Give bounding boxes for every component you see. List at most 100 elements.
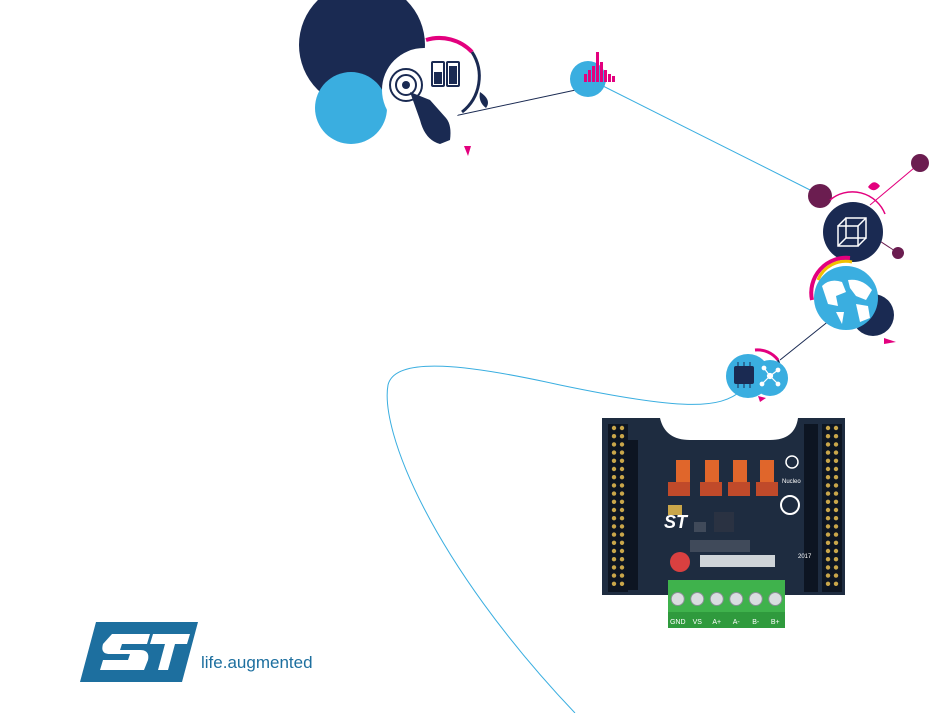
header-pin — [620, 549, 624, 553]
header-pin — [826, 442, 830, 446]
header-pin — [826, 541, 830, 545]
header-pin — [612, 573, 616, 577]
header-pin — [826, 467, 830, 471]
header-pin — [612, 459, 616, 463]
header-pin — [620, 541, 624, 545]
tagline-augmented: augmented — [227, 653, 312, 672]
header-pin — [620, 450, 624, 454]
equalizer-node — [570, 52, 615, 97]
header-pin — [612, 491, 616, 495]
header-pin — [826, 524, 830, 528]
header-pin — [834, 475, 838, 479]
header-pin — [826, 557, 830, 561]
header-pin — [826, 434, 830, 438]
header-pin — [826, 582, 830, 586]
header-pin — [612, 524, 616, 528]
header-pin — [612, 426, 616, 430]
header-pin — [834, 557, 838, 561]
header-pin — [620, 475, 624, 479]
header-pin — [612, 500, 616, 504]
header-pin — [612, 549, 616, 553]
terminal-label: VS — [693, 619, 703, 626]
header-pin — [834, 508, 838, 512]
terminal-label: B- — [752, 619, 760, 626]
header-pin — [834, 450, 838, 454]
board-nucleo-text: Nucleo — [782, 479, 801, 485]
header-pin — [620, 573, 624, 577]
board-year-text: 2017 — [798, 554, 812, 560]
header-pin — [834, 467, 838, 471]
header-pin — [826, 508, 830, 512]
header-pin — [612, 532, 616, 536]
header-pin — [834, 426, 838, 430]
terminal-screw — [730, 593, 743, 606]
header-pin — [620, 557, 624, 561]
header-pin — [834, 524, 838, 528]
header-pin — [834, 459, 838, 463]
header-pin — [612, 582, 616, 586]
header-pin — [612, 450, 616, 454]
header-pin — [834, 491, 838, 495]
header-pin — [826, 516, 830, 520]
header-pin — [612, 475, 616, 479]
touch-cluster — [299, 0, 488, 156]
header-pin — [612, 508, 616, 512]
header-pin — [834, 434, 838, 438]
header-pin — [620, 483, 624, 487]
st-logo-icon — [80, 622, 198, 682]
header-pin — [612, 442, 616, 446]
header-pin — [612, 434, 616, 438]
header-pin — [834, 573, 838, 577]
header-pin — [620, 532, 624, 536]
header-pin — [612, 565, 616, 569]
header-pin — [834, 532, 838, 536]
terminal-label: GND — [670, 619, 686, 626]
header-pin — [826, 549, 830, 553]
header-pin — [620, 442, 624, 446]
header-pin — [620, 426, 624, 430]
header-pin — [834, 516, 838, 520]
header-pin — [826, 475, 830, 479]
header-pin — [826, 500, 830, 504]
brand-tagline: life.augmented — [201, 653, 313, 673]
header-pin — [620, 524, 624, 528]
tagline-life: life — [201, 653, 223, 672]
header-pin — [826, 573, 830, 577]
header-pin — [620, 500, 624, 504]
header-pin — [612, 467, 616, 471]
header-pin — [826, 483, 830, 487]
header-pin — [620, 516, 624, 520]
header-pin — [826, 459, 830, 463]
header-pin — [612, 483, 616, 487]
header-pin — [620, 508, 624, 512]
header-pin — [620, 491, 624, 495]
terminal-label: A+ — [712, 619, 721, 626]
header-pin — [834, 483, 838, 487]
terminal-screw — [710, 593, 723, 606]
header-pin — [612, 557, 616, 561]
header-pin — [620, 582, 624, 586]
terminal-screw — [691, 593, 704, 606]
terminal-screw — [749, 593, 762, 606]
terminal-label: A- — [733, 619, 741, 626]
header-pin — [826, 565, 830, 569]
header-pin — [834, 565, 838, 569]
terminal-screw — [671, 593, 684, 606]
header-pin — [620, 459, 624, 463]
header-pin — [834, 541, 838, 545]
header-pin — [826, 426, 830, 430]
chip-cluster — [726, 350, 788, 402]
header-pin — [620, 467, 624, 471]
header-pin — [834, 549, 838, 553]
header-pin — [834, 582, 838, 586]
globe-cluster — [811, 258, 896, 344]
header-pin — [612, 516, 616, 520]
connector-lines — [387, 82, 920, 713]
header-pin — [612, 541, 616, 545]
terminal-screw — [769, 593, 782, 606]
header-pin — [826, 532, 830, 536]
header-pin — [620, 434, 624, 438]
